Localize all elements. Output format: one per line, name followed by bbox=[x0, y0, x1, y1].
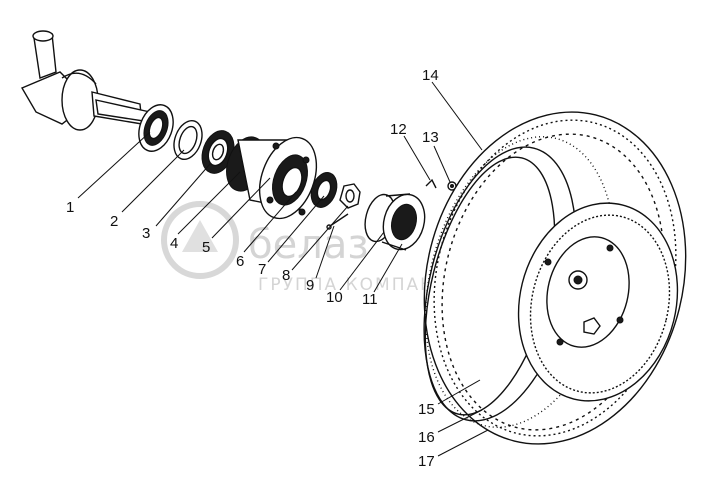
callout-5: 5 bbox=[202, 239, 210, 256]
callout-7: 7 bbox=[258, 261, 266, 278]
callout-9: 9 bbox=[306, 277, 314, 294]
watermark-subtitle: ГРУППА КОМПАНИЙ bbox=[258, 273, 464, 295]
ring bbox=[173, 119, 203, 161]
callout-2: 2 bbox=[110, 213, 118, 230]
callout-3: 3 bbox=[142, 225, 150, 242]
callout-11: 11 bbox=[362, 291, 378, 308]
callouts: 1 2 3 4 5 6 7 8 9 10 11 12 13 14 15 16 1… bbox=[66, 67, 439, 470]
cotter-pin bbox=[326, 213, 349, 230]
callout-6: 6 bbox=[236, 253, 244, 270]
watermark: белаз ГРУППА КОМПАНИЙ bbox=[161, 201, 464, 295]
castle-nut bbox=[339, 183, 361, 209]
callout-4: 4 bbox=[170, 235, 178, 252]
watermark-logo-icon bbox=[161, 201, 239, 279]
callout-1: 1 bbox=[66, 199, 74, 216]
steering-knuckle bbox=[20, 30, 151, 131]
callout-14: 14 bbox=[422, 67, 439, 84]
callout-17: 17 bbox=[418, 453, 435, 470]
callout-12: 12 bbox=[390, 121, 407, 138]
leader-lines bbox=[77, 81, 489, 457]
watermark-brand: белаз bbox=[248, 222, 369, 268]
seal bbox=[138, 104, 174, 152]
hub-cap bbox=[364, 193, 426, 251]
callout-16: 16 bbox=[418, 429, 435, 446]
callout-13: 13 bbox=[422, 129, 439, 146]
inner-bearing bbox=[201, 130, 235, 174]
wheel-hub bbox=[226, 136, 318, 220]
wheel-rim bbox=[517, 202, 679, 402]
callout-10: 10 bbox=[326, 289, 343, 306]
bolt-washer bbox=[425, 178, 457, 191]
callout-15: 15 bbox=[418, 401, 435, 418]
callout-8: 8 bbox=[282, 267, 290, 284]
